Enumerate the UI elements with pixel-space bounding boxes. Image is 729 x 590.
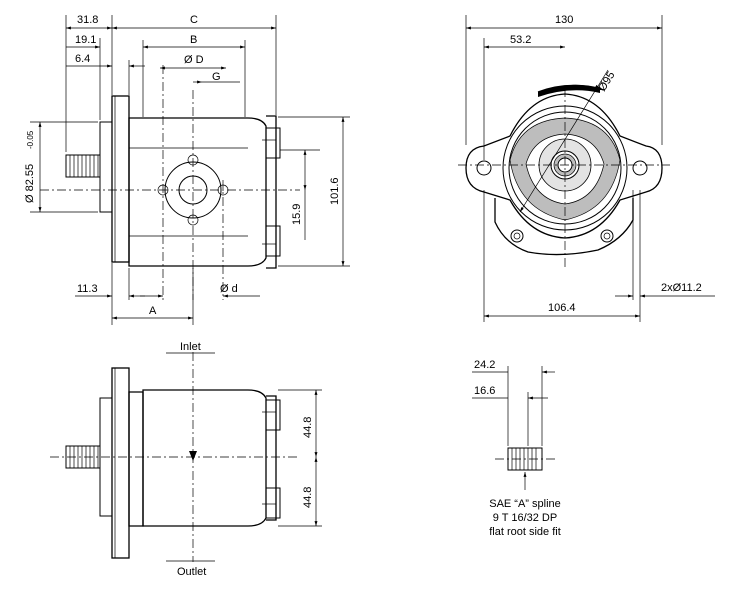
pilot-front: [99, 121, 113, 213]
dim-53-2: 53.2: [510, 34, 531, 46]
dim-101-6: 101.6: [329, 177, 341, 205]
pump-body-front: [128, 117, 267, 267]
dim-16-6: 16.6: [474, 385, 495, 397]
top-view: Inlet Outlet 44.8 44.8: [50, 341, 322, 578]
dim-dia-82-55-tolerance: -0.05: [26, 130, 35, 149]
spline-note-line3: flat root side fit: [489, 526, 561, 538]
shaft-detail: 24.2 16.6 SAE “A” spline 9 T 16/32 DP fl…: [472, 359, 561, 538]
outlet-label: Outlet: [177, 566, 206, 578]
dim-19-1: 19.1: [75, 34, 96, 46]
dim-44-8-top: 44.8: [302, 417, 314, 438]
end-view-flange: [465, 93, 663, 239]
dim-44-8-bottom: 44.8: [302, 487, 314, 508]
dim-dia-82-55: Ø 82.55: [24, 164, 36, 203]
dim-b: B: [190, 34, 197, 46]
dim-106-4: 106.4: [548, 302, 576, 314]
dim-a: A: [149, 305, 157, 317]
shaft-front: [65, 154, 101, 178]
dim-15-9: 15.9: [291, 204, 303, 225]
dim-6-4: 6.4: [75, 53, 90, 65]
inlet-label: Inlet: [180, 341, 201, 353]
dim-od: Ø D: [184, 54, 204, 66]
spline-note-line1: SAE “A” spline: [489, 498, 561, 510]
dim-dia-95: Ø95: [596, 70, 617, 94]
pump-body-top: [128, 391, 144, 527]
front-view: 31.8 C 19.1 B 6.4 Ø D G Ø 82.55 -0.05 10…: [24, 14, 350, 325]
dim-d: Ø d: [220, 283, 238, 295]
dim-24-2: 24.2: [474, 359, 495, 371]
dim-holes: 2xØ11.2: [661, 282, 702, 294]
dim-31-8: 31.8: [77, 14, 98, 26]
spline-note-line2: 9 T 16/32 DP: [493, 512, 557, 524]
flange-front: [111, 95, 130, 263]
dim-g: G: [212, 71, 221, 83]
dim-11-3: 11.3: [77, 283, 98, 295]
dim-130: 130: [555, 14, 573, 26]
end-view: 130 53.2 Ø95 106.4 2xØ11.2: [458, 14, 715, 322]
dim-c: C: [190, 14, 198, 26]
end-cover-front: [266, 115, 277, 269]
